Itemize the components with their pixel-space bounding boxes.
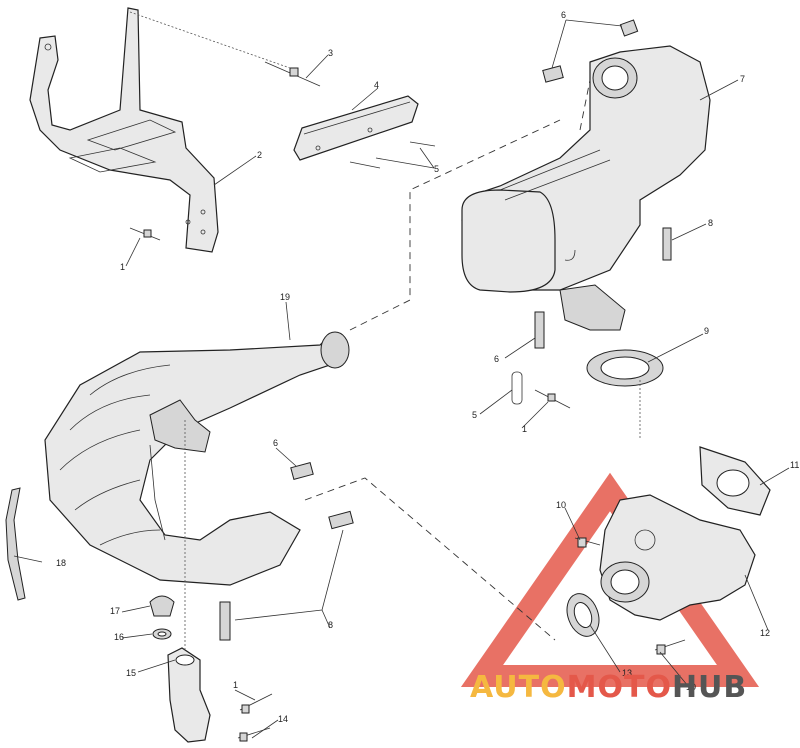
- callout-3: 3: [328, 48, 333, 58]
- watermark-hub: HUB: [672, 670, 747, 705]
- callout-6-mid: 6: [494, 354, 499, 364]
- strap-part-18: [5, 487, 26, 601]
- callout-8-lower: 8: [328, 620, 333, 630]
- grommet-part-17: [149, 595, 175, 617]
- callout-9: 9: [704, 326, 709, 336]
- callout-19-pipe: 19: [280, 292, 290, 302]
- callout-7: 7: [740, 74, 745, 84]
- svg-text:AUTOMOTOHUB: AUTOMOTOHUB: [470, 670, 747, 705]
- bracket-part-15: [167, 647, 211, 743]
- fasteners: [129, 61, 686, 742]
- callout-5-upper: 5: [434, 164, 439, 174]
- callout-18: 18: [56, 558, 66, 568]
- springs: [219, 19, 672, 641]
- callout-14: 14: [278, 714, 288, 724]
- watermark-auto: AUTO: [470, 670, 567, 705]
- callout-labels: 1 2 3 4 5 6 7 8 9 6 5 1 19 6 11 10 18 8 …: [56, 10, 799, 724]
- muffler-part-7: [461, 45, 711, 331]
- callout-17: 17: [110, 606, 120, 616]
- assembly-lines: [129, 11, 641, 650]
- manifold-part-12: [599, 494, 756, 621]
- callout-12: 12: [760, 628, 770, 638]
- bracket-part-2: [29, 7, 219, 253]
- heat-shield-plate-part-4: [293, 95, 419, 161]
- callout-10-upper: 10: [556, 500, 566, 510]
- callout-8-right: 8: [708, 218, 713, 228]
- callout-6-lower: 6: [273, 438, 278, 448]
- callout-10-lower: 10: [686, 682, 696, 692]
- leader-lines: [13, 19, 790, 739]
- callout-1-lower: 1: [233, 680, 238, 690]
- gasket-part-9: [586, 349, 664, 387]
- callout-1-upper-left: 1: [120, 262, 125, 272]
- watermark-logo: AUTOMOTOHUB: [470, 670, 747, 705]
- callout-1-mid: 1: [522, 424, 527, 434]
- callout-4: 4: [374, 80, 379, 90]
- callout-15: 15: [126, 668, 136, 678]
- callout-2: 2: [257, 150, 262, 160]
- flange-part-11: [699, 446, 771, 516]
- washer-part-16: [152, 628, 172, 640]
- callout-11: 11: [790, 460, 799, 470]
- gasket-part-13: [566, 593, 600, 637]
- callout-13: 13: [622, 668, 632, 678]
- expansion-chamber-part-19: [44, 331, 350, 586]
- callout-5-mid: 5: [472, 410, 477, 420]
- watermark-moto: MOTO: [567, 670, 672, 705]
- callout-16: 16: [114, 632, 124, 642]
- callout-6-top: 6: [561, 10, 566, 20]
